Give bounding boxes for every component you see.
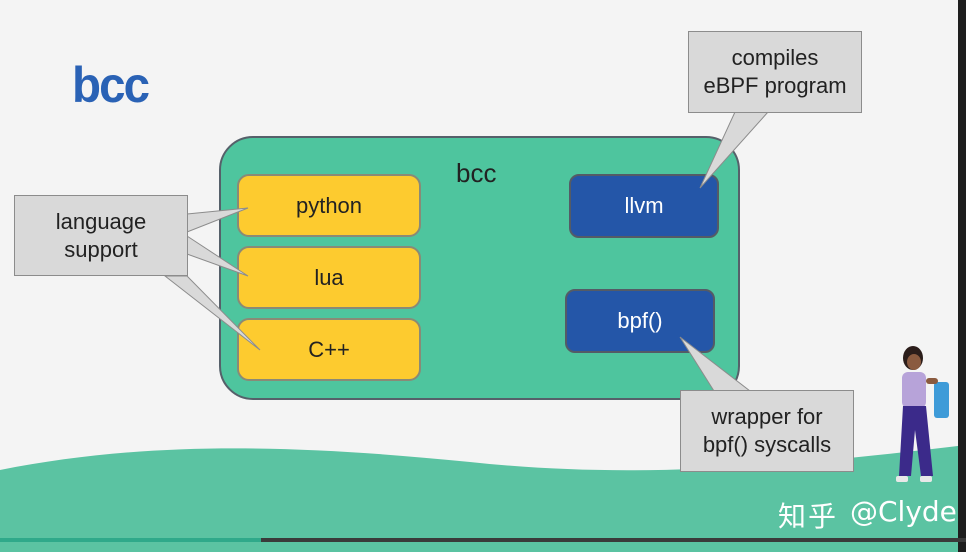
language-box-python: python	[237, 174, 421, 237]
callout-wrapper-line1: wrapper for	[711, 404, 823, 429]
video-progress-bar[interactable]	[0, 538, 966, 542]
callout-compiles: compiles eBPF program	[688, 31, 862, 113]
callout-language-support-line1: language	[55, 208, 147, 234]
language-box-cpp: C++	[237, 318, 421, 381]
language-box-lua: lua	[237, 246, 421, 309]
callout-language-support: language support	[14, 195, 188, 276]
video-progress-fill	[0, 538, 261, 542]
callout-wrapper: wrapper for bpf() syscalls	[680, 390, 854, 472]
bpf-box: bpf()	[565, 289, 715, 353]
llvm-box: llvm	[569, 174, 719, 238]
watermark-site: 知乎	[778, 500, 839, 533]
bcc-container-label: bcc	[456, 158, 497, 188]
callout-compiles-line1: compiles	[731, 45, 819, 70]
callout-language-support-line2: support	[64, 236, 138, 262]
callout-wrapper-line2: bpf() syscalls	[702, 432, 832, 457]
watermark-user: @Clyde	[850, 495, 957, 528]
slide-title: bcc	[72, 57, 150, 113]
callout-compiles-line2: eBPF program	[703, 73, 847, 98]
